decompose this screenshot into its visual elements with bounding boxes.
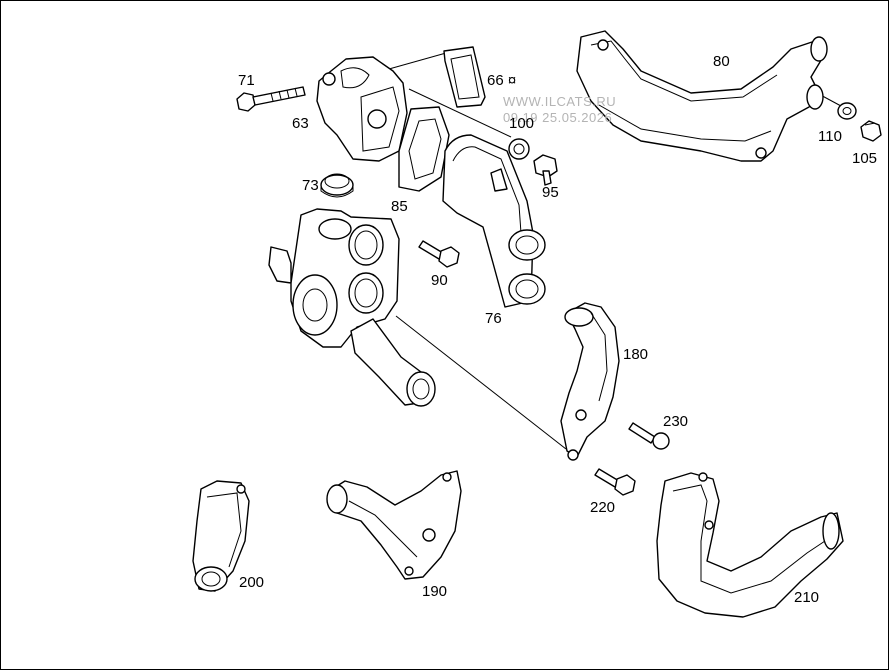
label-100[interactable]: 100: [509, 115, 535, 132]
label-210[interactable]: 210: [794, 589, 820, 606]
watermark-line-1: WWW.ILCATS.RU: [503, 94, 617, 109]
label-110[interactable]: 110: [818, 128, 842, 145]
label-63[interactable]: 63: [292, 115, 309, 132]
sealing-ring-100[interactable]: [508, 138, 530, 160]
bolt-230[interactable]: [628, 422, 670, 450]
plug-105[interactable]: [860, 120, 882, 142]
pipe-210[interactable]: [656, 472, 844, 618]
label-90[interactable]: 90: [431, 272, 448, 289]
cover-76[interactable]: [442, 134, 546, 308]
label-73[interactable]: 73: [302, 177, 319, 194]
label-230[interactable]: 230: [663, 413, 689, 430]
seal-73[interactable]: [320, 173, 354, 198]
label-80[interactable]: 80: [713, 53, 730, 70]
gasket-66[interactable]: [443, 46, 486, 108]
label-200[interactable]: 200: [239, 574, 265, 591]
label-66[interactable]: 66 ¤: [487, 72, 517, 89]
label-220[interactable]: 220: [590, 499, 616, 516]
plug-95[interactable]: [533, 154, 558, 186]
label-71[interactable]: 71: [238, 72, 255, 89]
bolt-90[interactable]: [418, 240, 460, 268]
housing-63[interactable]: [316, 56, 408, 162]
watermark-line-2: 09.19 25.05.2026: [503, 110, 613, 125]
label-85[interactable]: 85: [391, 198, 408, 215]
cover-200[interactable]: [192, 480, 250, 592]
pipe-180[interactable]: [560, 302, 620, 461]
label-180[interactable]: 180: [623, 346, 649, 363]
pipe-190[interactable]: [326, 470, 462, 580]
label-190[interactable]: 190: [422, 583, 448, 600]
water-pump[interactable]: [268, 208, 436, 407]
bolt-71[interactable]: [236, 86, 306, 112]
bolt-220[interactable]: [594, 468, 636, 496]
label-76[interactable]: 76: [485, 310, 502, 327]
label-95[interactable]: 95: [542, 184, 559, 201]
gasket-85[interactable]: [398, 106, 450, 192]
pipe-80[interactable]: [576, 30, 828, 162]
label-105[interactable]: 105: [852, 150, 878, 167]
washer-110[interactable]: [837, 102, 857, 120]
